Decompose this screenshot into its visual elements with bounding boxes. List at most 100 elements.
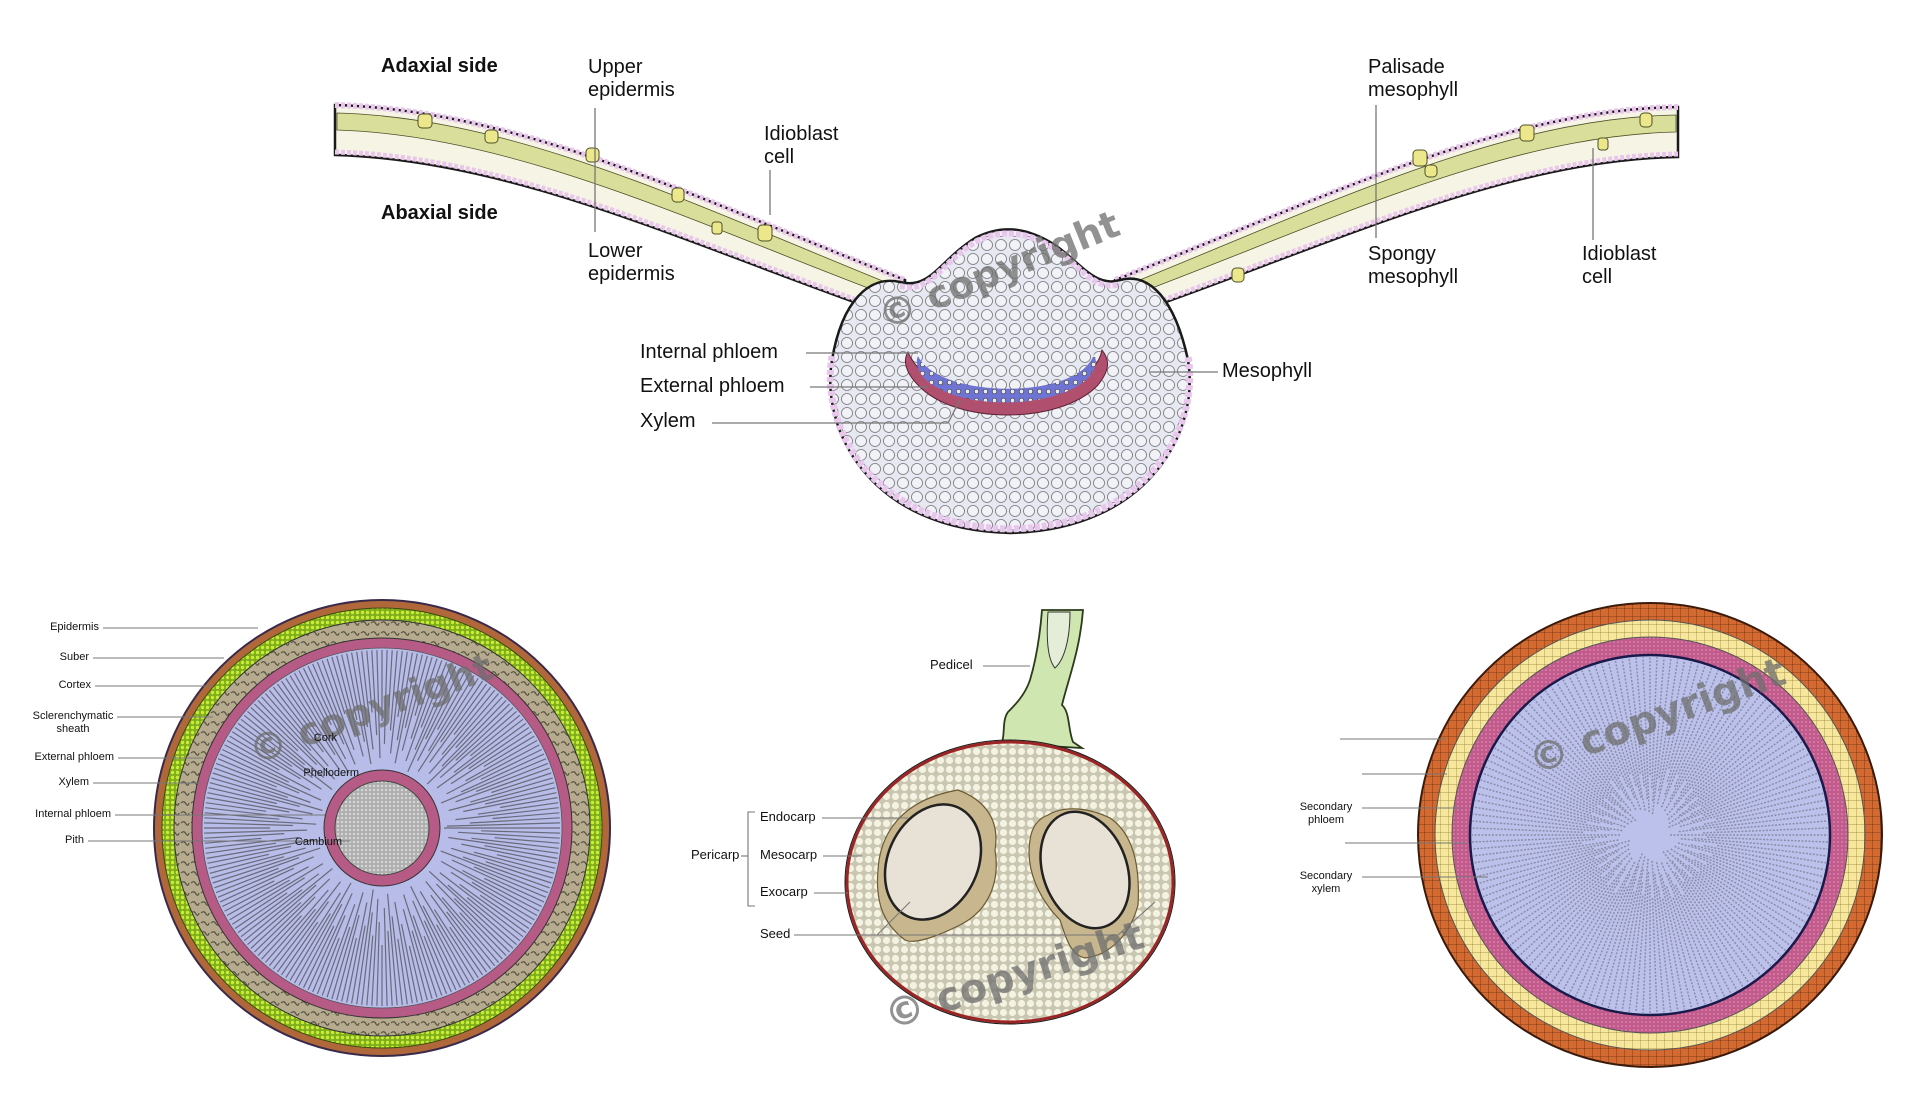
xylem-ray (276, 901, 329, 973)
xylem-ray (455, 696, 503, 749)
xylem-ray (412, 900, 452, 993)
xylem-ray (1501, 735, 1622, 817)
xylem-ray (440, 680, 483, 743)
xylem-ray (240, 718, 333, 790)
palisade-line1: Palisade (1368, 56, 1445, 78)
xylem-ray (247, 710, 325, 779)
xylem-ray (389, 651, 403, 754)
spongy-line2: mesophyll (1368, 266, 1459, 288)
xylem-ray (261, 915, 302, 960)
pedicel-label: Pedicel (930, 657, 973, 672)
xylem-ray (214, 857, 300, 889)
xylem-ray (397, 938, 408, 1005)
xylem-arc (916, 354, 1096, 403)
xylem-ray (1607, 661, 1642, 799)
xylem-ray (1692, 703, 1772, 790)
xylem-ray (211, 777, 323, 812)
lower-epidermis-label: Lower epidermis (588, 240, 675, 286)
xylem-ray (257, 699, 336, 780)
xylem-ray (1660, 862, 1719, 1000)
xylem-ray (1664, 667, 1713, 795)
secondary-phloem-line1: Secondary (1299, 801, 1353, 813)
xylem-ray (1703, 844, 1825, 871)
midrib-top-epidermis (899, 230, 1121, 291)
xylem-ray (226, 739, 280, 771)
xylem-ray (209, 782, 300, 807)
xylem-ray (331, 892, 364, 999)
xylem-ray (326, 926, 351, 998)
xylem-ray (491, 772, 552, 794)
xylem-ray (383, 650, 388, 745)
xylem-ray (1703, 799, 1825, 826)
xylem-ray (205, 837, 299, 849)
xylem-ray (1491, 850, 1619, 917)
phelloderm-label: Phelloderm (303, 767, 359, 779)
xylem-ray (281, 921, 319, 976)
xylem-ray (436, 924, 471, 984)
xylem-ray (268, 908, 316, 967)
xylem-ray (371, 650, 378, 736)
xylem-ray (253, 878, 331, 953)
fruit-leader-lines (741, 665, 1156, 936)
xylem-ray (1473, 813, 1610, 831)
xylem-ray (387, 930, 393, 1006)
xylem-ray (1476, 792, 1600, 824)
xylem-ray (414, 663, 452, 750)
xylem-ray (494, 837, 560, 844)
xylem-ray (1488, 843, 1630, 911)
xylem-ray (293, 672, 333, 741)
sclerenchymatic-sheath-label: Sclerenchymatic sheath (30, 710, 116, 735)
sclerenchymatic-line1: Sclerenchymatic (32, 710, 114, 722)
xylem-ray (293, 882, 352, 984)
xylem-ray (1679, 785, 1822, 828)
xylem-ray (391, 916, 403, 1005)
xylem-ray (1485, 857, 1595, 904)
xylem-ray (1651, 897, 1658, 1013)
xylem-ray (1668, 766, 1815, 828)
xylem-ray (1660, 670, 1719, 808)
xylem-ray (1651, 657, 1665, 802)
xylem-ray (204, 833, 285, 839)
leaf-leader-lines (594, 105, 1594, 424)
xylem-ray (264, 693, 329, 767)
left-stem-pith (334, 780, 430, 876)
xylem-ray (388, 650, 393, 708)
xylem-ray (405, 660, 443, 762)
fruit-cross-section (844, 609, 1176, 1025)
xylem-ray (1690, 844, 1824, 878)
xylem-ray (206, 797, 290, 813)
xylem-ray (1670, 848, 1799, 935)
xylem-ray (215, 867, 279, 894)
xylem-ray (243, 868, 333, 942)
xylem-ray (404, 654, 423, 728)
xylem-ray (204, 822, 294, 827)
secondary-phloem-label: Secondary phloem (1290, 801, 1362, 826)
left-seed (883, 803, 983, 921)
spongy-line1: Spongy (1368, 243, 1436, 265)
pericarp-label: Pericarp (691, 847, 740, 862)
xylem-ray (1509, 866, 1611, 946)
xylem-ray (341, 937, 357, 1002)
xylem-ray (302, 925, 335, 988)
xylem-ray (361, 651, 374, 750)
xylem-ray (1482, 850, 1607, 898)
xylem-ray (457, 831, 560, 839)
xylem-ray (420, 661, 448, 728)
palisade-mesophyll-label: Palisade mesophyll (1368, 56, 1458, 102)
xylem-ray (1715, 792, 1824, 820)
xylem-ray (1663, 682, 1744, 812)
xylem-ray (471, 881, 535, 921)
xylem-ray (321, 660, 355, 751)
xylem-ray (237, 873, 320, 934)
left-lower-epidermis (334, 149, 906, 320)
xylem-ray (1556, 682, 1629, 800)
xylem-ray (1679, 759, 1812, 822)
xylem-ray (422, 905, 466, 986)
xylem-ray (427, 675, 475, 752)
xylem-ray (302, 668, 332, 726)
xylem-ray (407, 665, 457, 772)
xylem-ray (465, 739, 538, 782)
xylem-ray (336, 655, 364, 757)
palisade-line2: mesophyll (1368, 79, 1459, 101)
idioblast-left-line1: Idioblast (764, 123, 839, 145)
